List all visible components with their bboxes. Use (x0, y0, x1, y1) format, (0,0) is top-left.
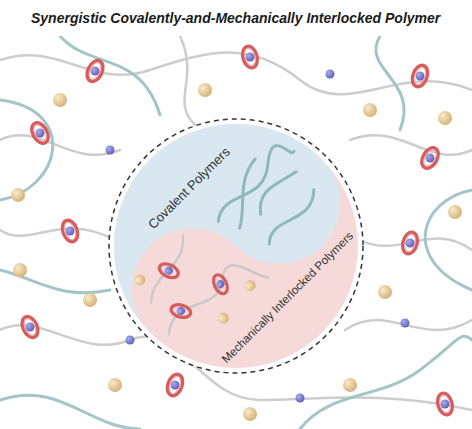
grey-chains (0, 36, 472, 410)
teal-chains (0, 36, 472, 429)
figure-title: Synergistic Covalently-and-Mechanically … (31, 10, 440, 26)
yin-yang (63, 73, 408, 418)
title-ground (0, 0, 472, 36)
